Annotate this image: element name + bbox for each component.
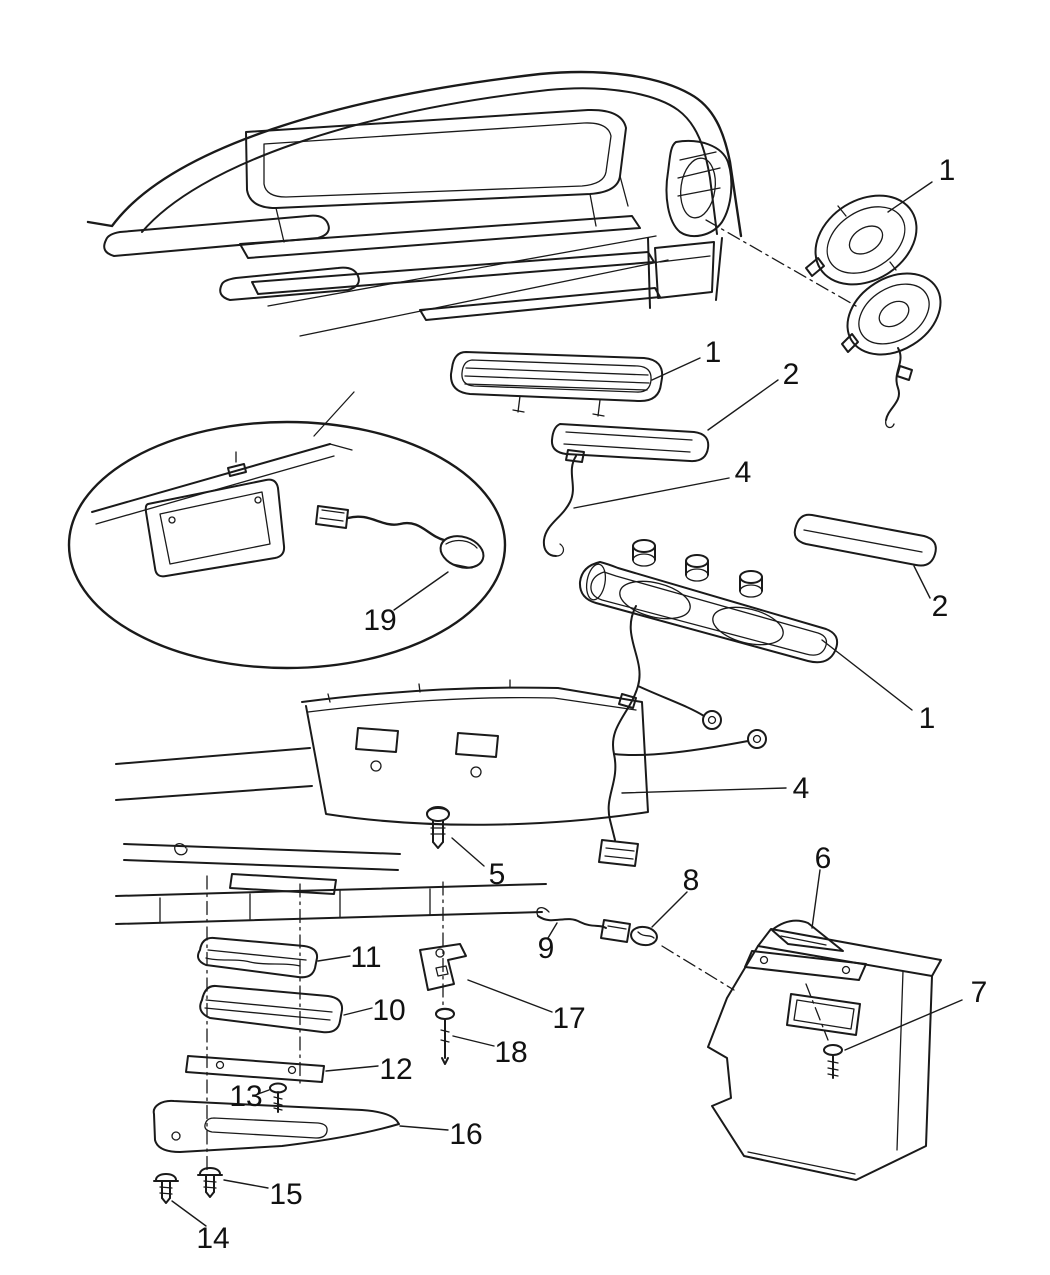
floor-rails xyxy=(239,215,669,337)
license-lamp-wire xyxy=(536,907,607,929)
callout-5-push-pin: 5 xyxy=(489,858,506,891)
lamp-harness-lower xyxy=(598,605,767,867)
callout-7-panel-screw: 7 xyxy=(971,976,988,1009)
callout-17-bracket: 17 xyxy=(552,1002,585,1035)
exploded-lamps-top-right xyxy=(805,194,942,429)
leader-lines xyxy=(171,181,963,1227)
bulb-sockets xyxy=(632,539,763,598)
trim-push-pins xyxy=(153,1167,223,1204)
callout-4-harness-upper: 4 xyxy=(735,456,752,489)
harness-end-connector xyxy=(598,839,639,867)
callout-14-pin: 14 xyxy=(196,1222,229,1255)
callout-1-exploded-lamp: 1 xyxy=(939,154,956,187)
rear-lamp-assembly xyxy=(578,513,937,664)
callout-2-small-bar: 2 xyxy=(932,590,949,623)
callout-1-lamp-bar-upper: 1 xyxy=(705,336,722,369)
callout-18-pin: 18 xyxy=(494,1036,527,1069)
left-sill-strips xyxy=(103,214,360,301)
diagram-line-art xyxy=(67,70,963,1227)
panel-screw xyxy=(823,1044,843,1079)
license-lamp-bulb-socket xyxy=(600,919,658,947)
callout-13-screw: 13 xyxy=(229,1080,262,1113)
rear-body-panel-middle xyxy=(115,679,649,925)
license-lamp-inset xyxy=(67,420,507,670)
callout-6-license-lamp: 6 xyxy=(815,842,832,875)
chmsl-screw xyxy=(269,1082,287,1113)
callout-labels: 1 1 2 4 2 1 4 5 19 6 8 9 7 11 10 17 18 1… xyxy=(196,154,987,1255)
tail-lamp-bar-lower xyxy=(550,423,710,463)
chmsl-housing xyxy=(197,936,319,979)
chmsl-lens xyxy=(199,984,344,1034)
callout-11-housing: 11 xyxy=(350,941,381,974)
callout-19-license-detail: 19 xyxy=(363,604,396,637)
package-shelf xyxy=(123,843,401,895)
chmsl-trim-panel xyxy=(152,1099,400,1153)
push-pin-long xyxy=(435,1007,455,1065)
callout-2-lamp-bar-lower: 2 xyxy=(783,358,800,391)
callout-4-harness-lower: 4 xyxy=(793,772,810,805)
callout-15-pins: 15 xyxy=(269,1178,302,1211)
license-lamp xyxy=(744,919,867,981)
license-lamp-socket xyxy=(439,535,485,569)
tail-lamp-harness-upper xyxy=(542,449,585,557)
right-lamp-pocket xyxy=(647,140,733,309)
callout-8-bulb: 8 xyxy=(683,864,700,897)
callout-16-trim: 16 xyxy=(449,1118,482,1151)
callout-10-lens: 10 xyxy=(372,994,405,1027)
closeout-panel xyxy=(707,928,942,1181)
rear-body-top-view xyxy=(86,70,743,238)
centerlines xyxy=(206,219,857,1173)
trunk-opening xyxy=(245,108,629,243)
push-pin-retainer xyxy=(426,806,450,849)
tail-lamp-bar-upper xyxy=(449,351,664,417)
chmsl-bracket xyxy=(185,1055,325,1083)
callout-1-main-bar: 1 xyxy=(919,702,936,735)
callout-9-wire: 9 xyxy=(538,932,555,965)
callout-12-bracket: 12 xyxy=(379,1053,412,1086)
